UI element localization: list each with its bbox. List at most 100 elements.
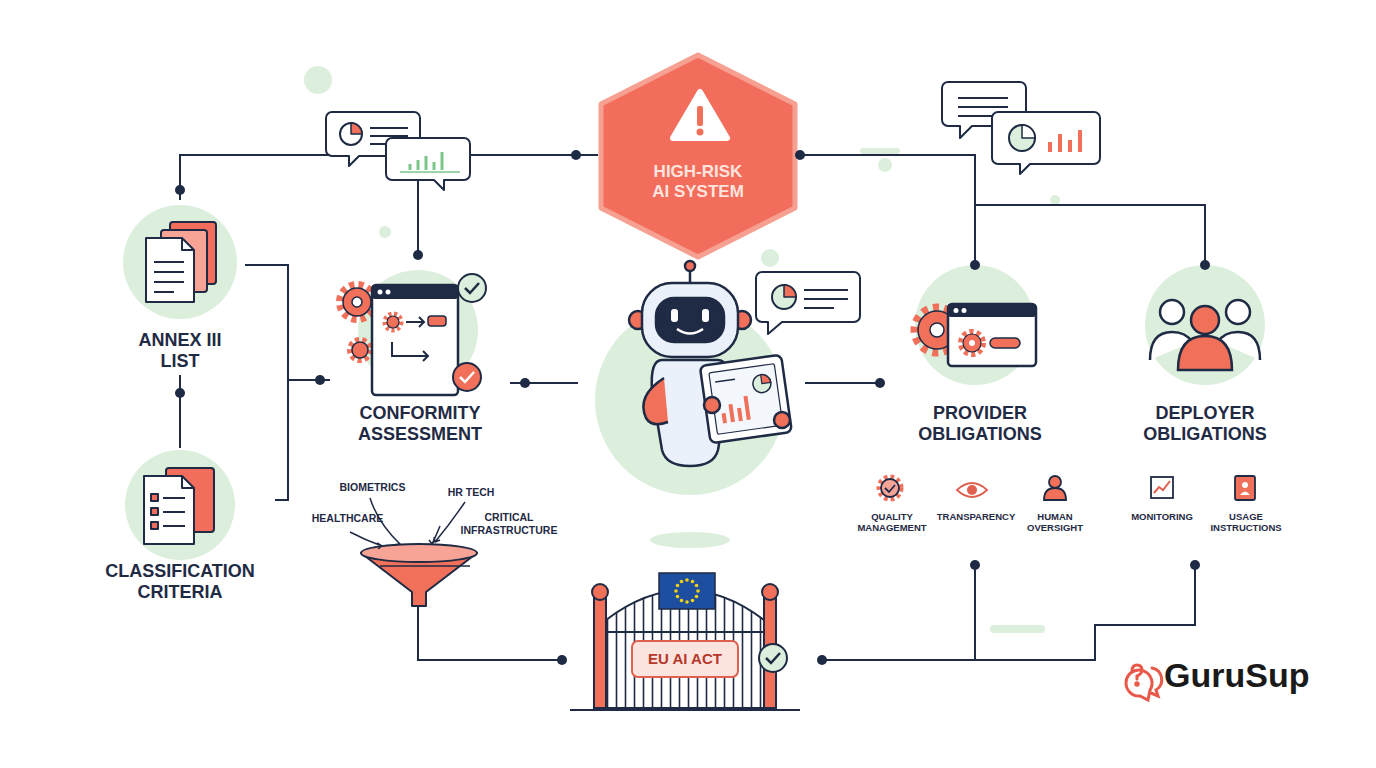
hexagon-warning-icon	[673, 92, 727, 138]
gate-illustration-part-part	[676, 595, 680, 599]
gate-illustration-part	[594, 598, 606, 708]
gate-illustration-part	[659, 573, 715, 609]
chat-bubbles-part	[410, 152, 442, 170]
gate-illustration-part-part	[680, 599, 684, 603]
gate-illustration-part-part	[680, 580, 684, 584]
obligation-label: TRANSPARENCY	[930, 511, 1022, 522]
provider-icon-part	[990, 338, 1020, 348]
hexagon-node: HIGH-RISK AI SYSTEM	[598, 52, 798, 260]
deployer-people-icon-part	[1150, 332, 1192, 360]
deployer-people-icon-part	[1218, 332, 1260, 360]
node-label: PROVIDER OBLIGATIONS	[890, 403, 1070, 445]
deco-circles-part	[379, 226, 391, 238]
connector-line	[275, 380, 330, 500]
annex-document-icon-part	[161, 230, 207, 292]
annex-document-icon-part	[170, 222, 216, 284]
provider-icon-part	[915, 308, 959, 352]
junction-dots-part	[795, 150, 805, 160]
chat-bubbles-part	[1009, 125, 1035, 151]
chat-bubbles-part	[340, 123, 362, 145]
provider-sub-icons-part	[1049, 476, 1061, 488]
obligation-label: MONITORING	[1124, 511, 1200, 522]
provider-icon-part	[948, 304, 1036, 317]
chat-bubbles-part	[370, 128, 408, 144]
annex-document-icon-part	[154, 262, 184, 292]
deco-circles-part	[1050, 195, 1060, 205]
chat-bubbles-part	[756, 272, 860, 334]
connector-line	[418, 155, 598, 255]
conformity-icon-part	[458, 274, 486, 302]
category-label: HR TECH	[440, 486, 502, 499]
conformity-icon-part	[460, 372, 474, 382]
robot-illustration-part	[689, 270, 692, 284]
provider-icon	[915, 304, 1036, 366]
connector-line	[798, 155, 975, 265]
gate-illustration-part	[570, 709, 800, 711]
junction-dots-part	[970, 260, 980, 270]
deployer-people-icon	[1150, 300, 1260, 370]
gate-check-badge-part	[766, 653, 780, 663]
conformity-icon	[340, 274, 486, 395]
connector-stubs-part	[510, 382, 578, 384]
junction-dots-part	[413, 250, 423, 260]
robot-illustration-part-part	[722, 396, 749, 423]
provider-icon-part	[954, 308, 959, 313]
conformity-icon-part	[406, 317, 424, 327]
logo-icon-part	[1126, 670, 1152, 700]
category-label: BIOMETRICS	[330, 481, 415, 494]
robot-illustration-part-part	[709, 364, 783, 435]
logo-icon-part	[1132, 665, 1142, 679]
classification-checklist-icon-part	[151, 508, 158, 515]
classification-checklist-icon-part	[151, 494, 158, 501]
conformity-icon-part	[372, 285, 458, 299]
obligation-label: USAGE INSTRUCTIONS	[1200, 511, 1292, 534]
conformity-icon-part	[372, 285, 458, 395]
deco-circles-part	[358, 270, 478, 390]
chat-bubbles-part	[958, 98, 1008, 116]
annex-document-icon-part	[146, 238, 194, 302]
deco-circles-part	[1036, 118, 1060, 142]
provider-sub-icons-part	[879, 477, 901, 499]
chat-bubbles-part	[1022, 125, 1035, 138]
annex-document-icon	[146, 222, 216, 302]
deco-circles-part	[878, 158, 892, 172]
provider-sub-icons-part	[1044, 488, 1066, 500]
classification-checklist-icon-part	[182, 476, 194, 488]
node-label: EU AI ACT	[632, 641, 738, 677]
gate-illustration-part	[764, 598, 776, 708]
deployer-sub-icons-part	[1240, 492, 1250, 496]
funnel-symbol-part	[361, 553, 477, 606]
chat-bubbles-part	[942, 82, 1026, 138]
provider-icon-part	[930, 323, 944, 337]
junction-dots-part	[571, 150, 581, 160]
gate-illustration-part-part	[691, 580, 695, 584]
robot-illustration-part	[677, 329, 703, 334]
robot-illustration-part	[643, 378, 668, 424]
connector-line	[179, 375, 181, 448]
obligation-label: QUALITY MANAGEMENT	[852, 511, 932, 534]
chat-bubbles	[326, 82, 1100, 334]
deco-circles-part	[125, 450, 235, 560]
junction-dots	[175, 150, 1210, 665]
conformity-node: CONFORMITY ASSESSMENT	[330, 255, 510, 605]
robot-illustration-part	[733, 311, 751, 329]
robot-illustration-part-part	[700, 355, 792, 444]
conformity-icon-part	[352, 342, 368, 358]
junction-dots-part	[557, 655, 567, 665]
chat-bubbles-part	[1050, 130, 1080, 152]
robot-illustration-part	[774, 412, 790, 428]
category-label: CRITICAL INFRASTRUCTURE	[453, 511, 565, 536]
chat-bubbles-part	[772, 285, 796, 309]
provider-icon-part	[969, 340, 975, 346]
classification-node: CLASSIFICATION CRITERIA	[85, 448, 275, 613]
deco-circles-part	[860, 148, 900, 154]
conformity-icon-part	[385, 314, 401, 330]
logo-icon-part	[1151, 668, 1162, 696]
category-label: HEALTHCARE	[305, 512, 390, 525]
robot-illustration-part	[629, 311, 647, 329]
chat-bubbles-part	[351, 123, 362, 134]
robot-illustration-part	[702, 309, 709, 322]
